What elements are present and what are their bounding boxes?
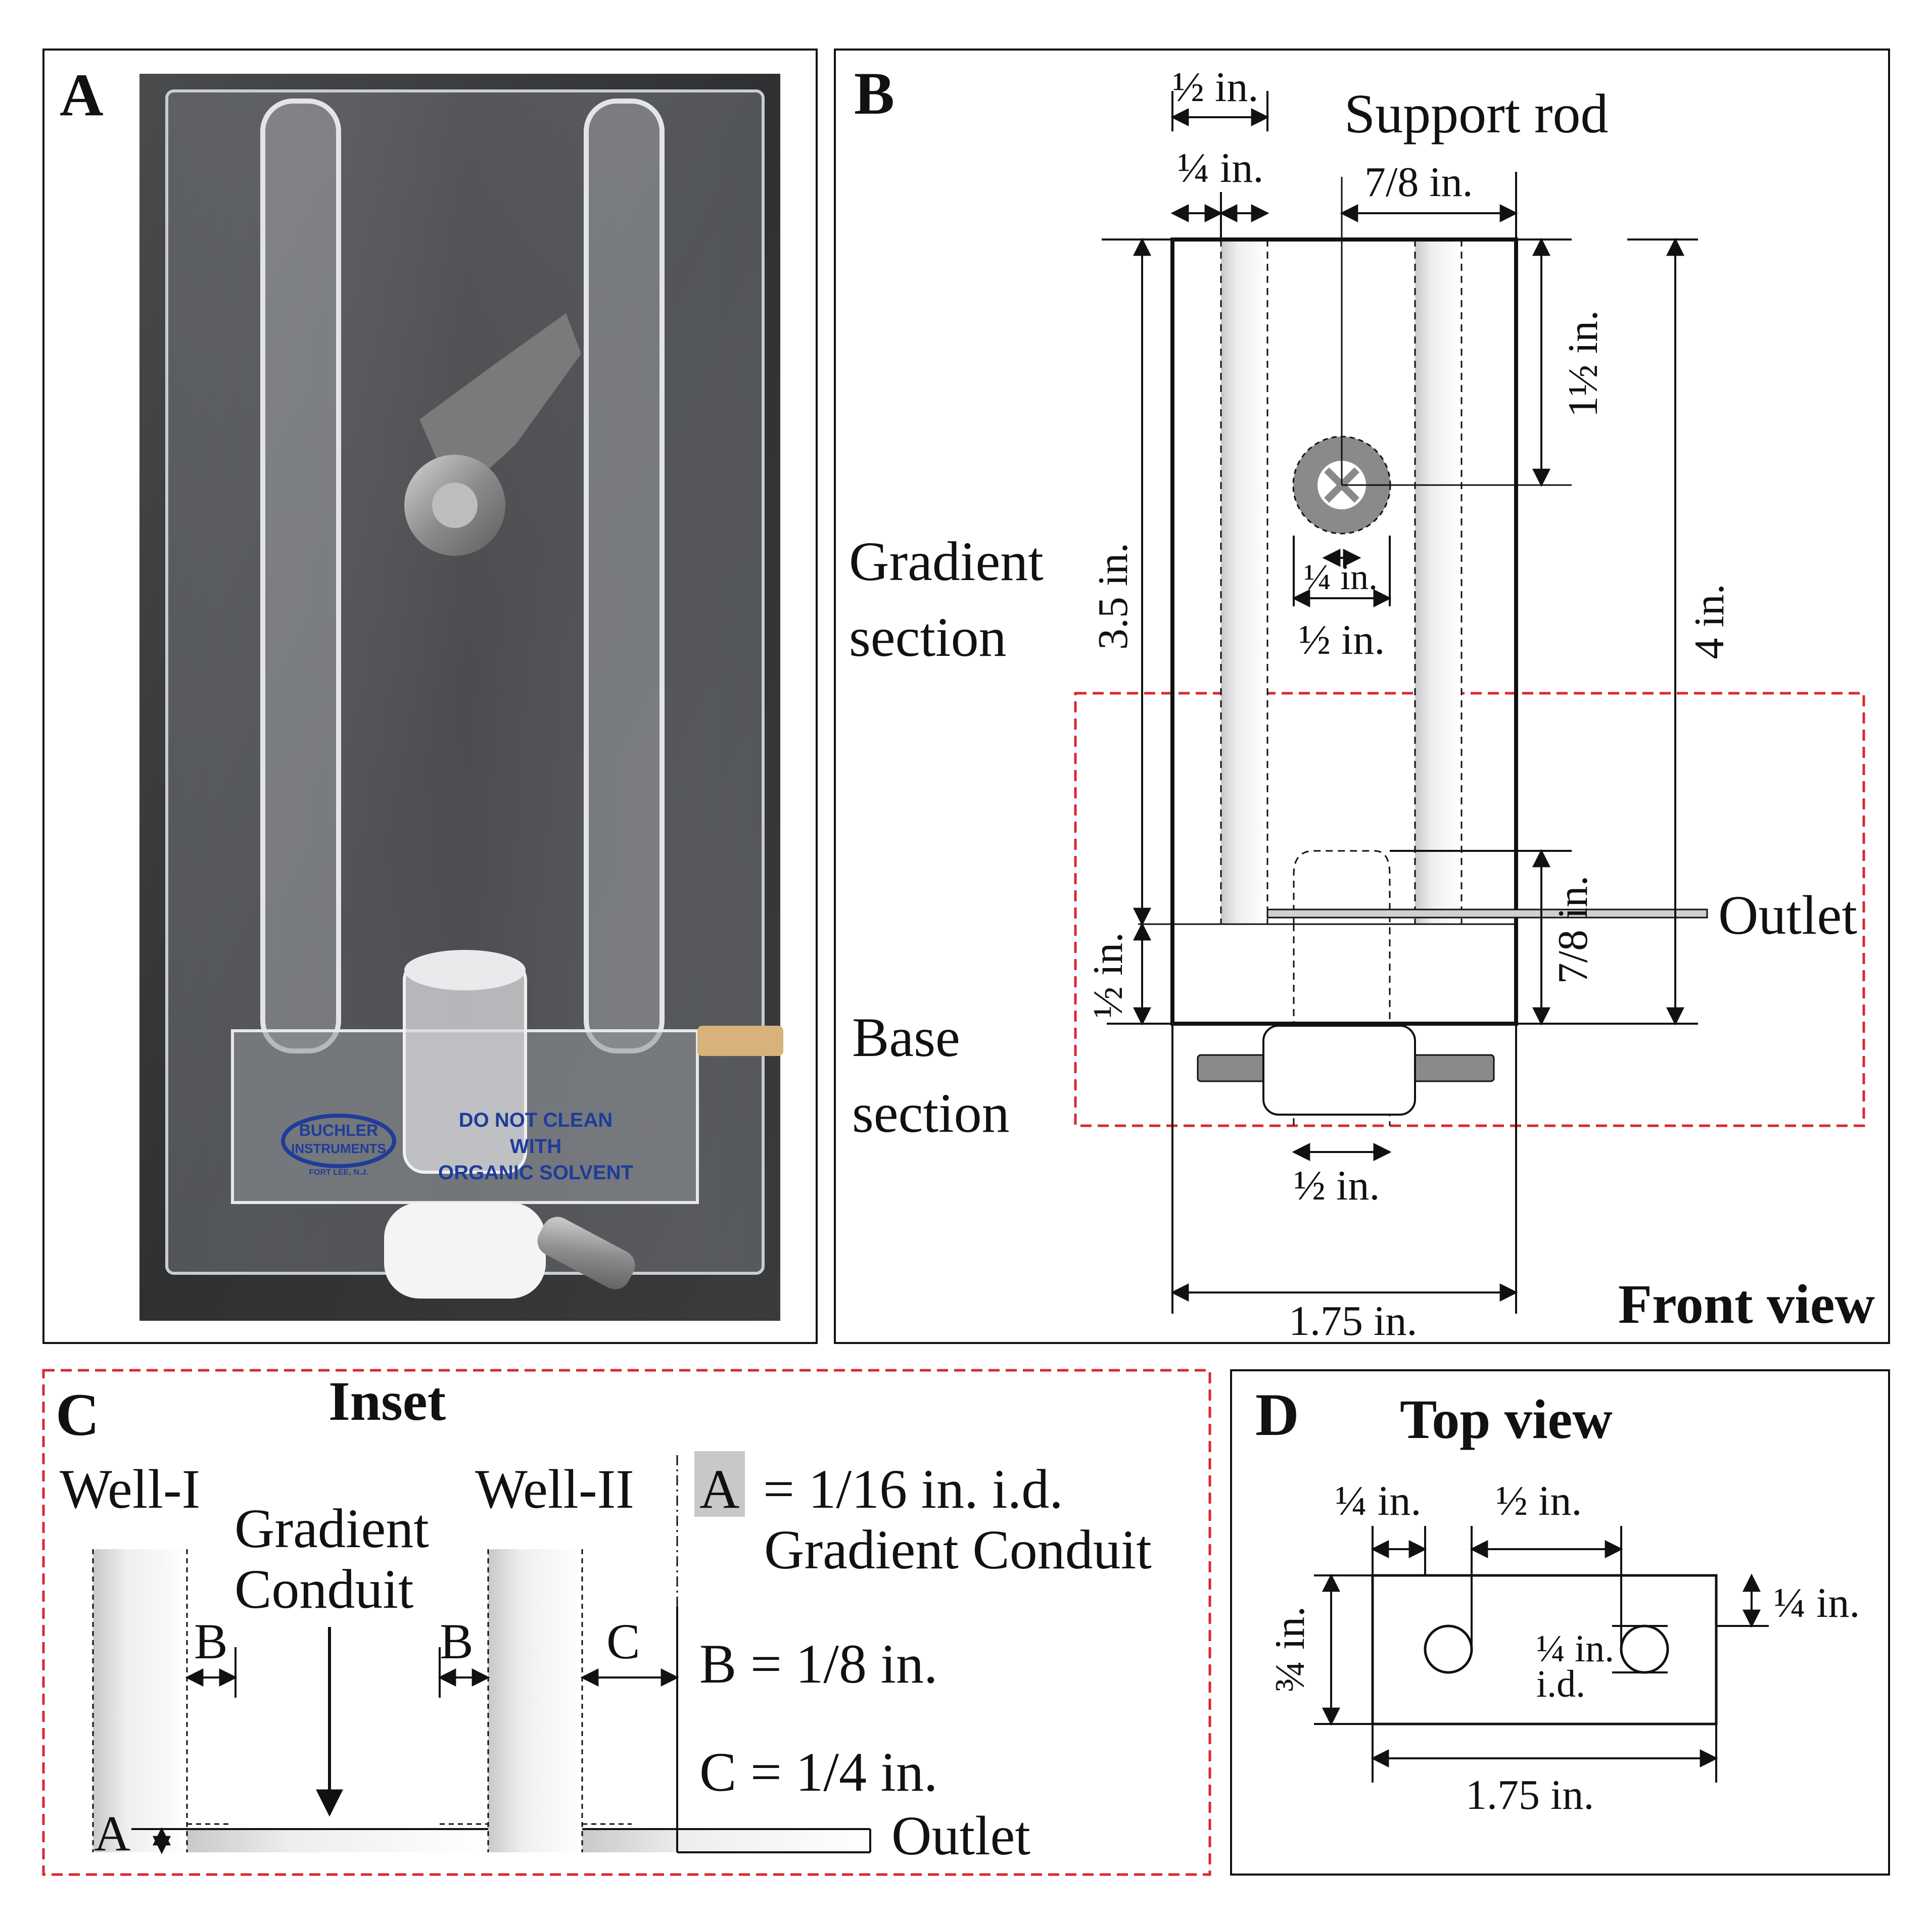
well-2-label: Well-II [475,1458,634,1520]
outlet-fitting-photo [697,1026,783,1056]
left-well-tube [260,99,341,1053]
legend-a-line1: = 1/16 in. i.d. [763,1458,1063,1520]
gradient-section-2: section [849,606,1007,668]
stopcock-plug [384,1203,546,1299]
panel-d-letter: D [1255,1381,1299,1448]
conduit-label-2: Conduit [234,1558,414,1620]
dim-quarter-id-1: ¼ in. [1536,1627,1614,1670]
right-well-tube [584,99,665,1053]
stopcock-top [404,950,526,990]
inset-outlet-label: Outlet [891,1805,1030,1866]
base-section-2: section [852,1082,1010,1144]
dim-quarter-id-2: i.d. [1536,1663,1585,1705]
dim-half-d: ½ in. [1496,1477,1582,1524]
top-view-title: Top view [1400,1388,1613,1450]
dim-four: 4 in. [1686,584,1733,659]
outlet-tube [1266,908,1708,919]
panel-a: BUCHLER INSTRUMENTS FORT LEE, N.J. DO NO… [42,49,818,1344]
dim-half-top: ½ in. [1172,64,1258,111]
panel-c-frame [42,1369,1211,1876]
inset-dashed-lines [92,1455,678,1852]
top-view-well-1 [1424,1624,1473,1674]
dim-width-d: 1.75 in. [1466,1771,1594,1818]
front-view-label: Front view [1618,1273,1875,1335]
outlet-label-b: Outlet [1718,884,1857,946]
dim-seven-eighths-right: 7/8 in. [1549,876,1596,984]
warning-line-1: DO NOT CLEAN [459,1109,612,1131]
dim-three-five: 3.5 in. [1090,543,1137,650]
top-view-block [1371,1574,1718,1725]
dim-one-half-right: 1½ in. [1560,310,1607,417]
dim-half-base: ½ in. [1085,932,1132,1018]
dimension-lines-d [1314,1526,1769,1783]
inset-title: Inset [328,1370,446,1432]
legend-a-line2: Gradient Conduit [764,1519,1152,1580]
dimension-lines-b [1102,91,1698,1314]
well-1-label: Well-I [60,1458,200,1520]
support-rod-photo [404,313,581,556]
inset-label-a: A [94,1805,130,1861]
dim-quarter-left-d: ¼ in. [1335,1477,1421,1524]
panel-a-letter: A [60,61,104,128]
panel-a-frame [42,49,818,1344]
dim-seven-eighths-top: 7/8 in. [1364,159,1473,206]
legend-b: B = 1/8 in. [699,1633,938,1695]
panel-d: D Top view ¼ in. ½ in. ¼ in. ¼ in. i [1230,1369,1890,1876]
dim-quarter-rod: ¼ in. [1304,557,1378,597]
conduit-label-1: Gradient [234,1498,429,1559]
block-outline [1170,237,1518,1026]
stopcock-handle [537,1217,635,1289]
base-section-1: Base [852,1006,960,1068]
brand-line-1: BUCHLER [299,1121,378,1139]
stopcock-stem-right [1407,1054,1495,1082]
inset-label-c: C [606,1613,640,1669]
inset-label-b1: B [194,1613,228,1669]
conduit-to-outlet [582,1829,870,1852]
top-view-well-2 [1620,1624,1669,1674]
inset-well-1 [93,1549,187,1852]
legend-a-letter: A [699,1458,739,1520]
inset-highlight-box [1074,692,1865,1127]
brand-line-3: FORT LEE, N.J. [309,1168,368,1177]
inset-well-2 [488,1549,582,1852]
dim-three-quarter-d: ¾ in. [1266,1606,1313,1692]
legend-c: C = 1/4 in. [699,1741,938,1803]
gradient-section-1: Gradient [849,531,1044,592]
dim-quarter-top: ¼ in. [1177,145,1263,191]
panel-d-frame [1230,1369,1890,1876]
panel-b: B Outlet [834,49,1890,1345]
support-rod-label: Support rod [1344,83,1609,145]
gradient-conduit [187,1829,488,1852]
dim-half-bottom: ½ in. [1294,1162,1380,1209]
stopcock-barrel [1262,1025,1416,1116]
warning-line-2: WITH [510,1135,561,1158]
dim-quarter-right-d: ¼ in. [1774,1579,1860,1626]
panel-c: C Inset Well-I Well-II Gradient Conduit [42,1369,1211,1876]
stopcock-body [403,958,527,1174]
legend-a-box [694,1451,745,1517]
well-2-fill [1415,239,1462,924]
panel-b-letter: B [854,60,894,127]
brand-line-2: INSTRUMENTS [291,1141,386,1156]
dim-width-b: 1.75 in. [1289,1298,1417,1345]
inset-dims [153,1647,679,1854]
warning-line-3: ORGANIC SOLVENT [438,1162,633,1184]
inset-label-b2: B [440,1613,474,1669]
inset-lines [131,1607,871,1853]
dim-half-rod: ½ in. [1299,616,1385,663]
well-1-fill [1221,239,1267,924]
panel-c-letter: C [56,1381,100,1448]
panel-b-frame [834,49,1890,1344]
brand-logo [281,1114,396,1168]
